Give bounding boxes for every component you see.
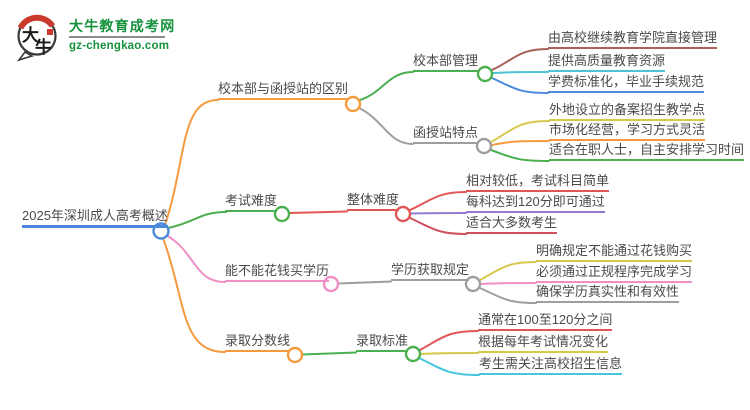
edge-root-buy-diploma (165, 234, 226, 283)
leaf-suits-most-candidates: 适合大多数考生 (466, 214, 558, 234)
leaf-managed-by-college: 由高校继续教育学院直接管理 (548, 29, 718, 49)
leaf-quality-resources: 提供高质量教育资源 (548, 52, 666, 72)
handle-station-features (475, 137, 493, 155)
subtopic-diploma-rules: 学历获取规定 (391, 261, 470, 281)
site-logo: 大 牛 大牛教育成考网 gz-chengkao.com (16, 12, 175, 62)
leaf-offsite-teaching-point: 外地设立的备案招生教学点 (549, 101, 706, 121)
edge-root-campus-vs-station (164, 99, 219, 226)
leaf-follow-college-info: 考生需关注高校招生信息 (479, 355, 623, 375)
subtopic-campus-management: 校本部管理 (413, 52, 479, 72)
leaf-100-to-120: 通常在100至120分之间 (478, 311, 613, 331)
daniu-badge-icon: 大 牛 (16, 14, 57, 62)
edge-campus-leaf-2 (492, 71, 549, 74)
site-name: 大牛教育成考网 (69, 18, 176, 34)
edge-difficulty-leaf-1 (409, 191, 467, 211)
edge-standard-leaf-2 (420, 352, 479, 355)
badge-char-niu: 牛 (35, 37, 52, 57)
handle-overall-difficulty (394, 205, 412, 223)
edge-root-exam-difficulty (167, 211, 227, 229)
edge-diploma-rules (337, 280, 392, 285)
leaf-suits-working-people: 适合在职人士，自主安排学习时间 (549, 141, 745, 161)
edge-overall-difficulty (288, 210, 348, 214)
leaf-cannot-buy: 明确规定不能通过花钱购买 (536, 242, 693, 262)
edge-difficulty-leaf-2 (410, 212, 467, 215)
handle-exam-difficulty (273, 205, 291, 223)
handle-admission-line (286, 346, 304, 364)
branch-exam-difficulty: 考试难度 (225, 192, 278, 212)
branch-campus-vs-station: 校本部与函授站的区别 (218, 80, 349, 100)
branch-buy-diploma: 能不能花钱买学历 (225, 262, 330, 282)
badge-char-da: 大 (22, 25, 39, 45)
edge-standard-leaf-3 (419, 357, 480, 376)
central-topic: 2025年深圳成人高考概述 (22, 207, 168, 228)
handle-campus-management (476, 65, 494, 83)
leaf-120-points-pass: 每科达到120分即可通过 (466, 193, 605, 213)
edge-admission-standard (301, 351, 357, 356)
edge-rules-leaf-3 (479, 287, 537, 304)
edge-campus-leaf-3 (491, 77, 549, 94)
edge-station-leaf-2 (491, 140, 550, 146)
edge-campus-leaf-1 (491, 48, 549, 71)
logo-divider (69, 36, 165, 38)
edge-station-leaf-1 (490, 120, 550, 143)
edge-root-admission-line (162, 237, 226, 353)
subtopic-admission-standard: 录取标准 (356, 332, 409, 352)
handle-admission-standard (404, 345, 422, 363)
leaf-relatively-low: 相对较低，考试科目简单 (466, 172, 610, 192)
edge-campus-management (359, 71, 414, 101)
branch-admission-line: 录取分数线 (225, 332, 291, 352)
edge-station-features (358, 107, 414, 145)
subtopic-station-features: 函授站特点 (413, 124, 479, 144)
leaf-market-operation: 市场化经营，学习方式灵活 (549, 121, 706, 141)
handle-campus-vs-station (344, 95, 362, 113)
handle-diploma-rules (464, 275, 482, 293)
edge-rules-leaf-1 (479, 261, 537, 281)
edge-station-leaf-3 (490, 149, 550, 162)
subtopic-overall-difficulty: 整体难度 (347, 191, 400, 211)
leaf-authenticity: 确保学历真实性和有效性 (536, 283, 680, 303)
site-domain: gz-chengkao.com (69, 39, 170, 52)
edge-standard-leaf-1 (419, 330, 479, 351)
edge-difficulty-leaf-3 (409, 217, 467, 235)
leaf-standard-fees: 学费标准化，毕业手续规范 (548, 73, 705, 93)
edge-rules-leaf-2 (480, 282, 537, 285)
leaf-varies-yearly: 根据每年考试情况变化 (478, 333, 609, 353)
leaf-formal-procedure: 必须通过正规程序完成学习 (536, 263, 693, 283)
